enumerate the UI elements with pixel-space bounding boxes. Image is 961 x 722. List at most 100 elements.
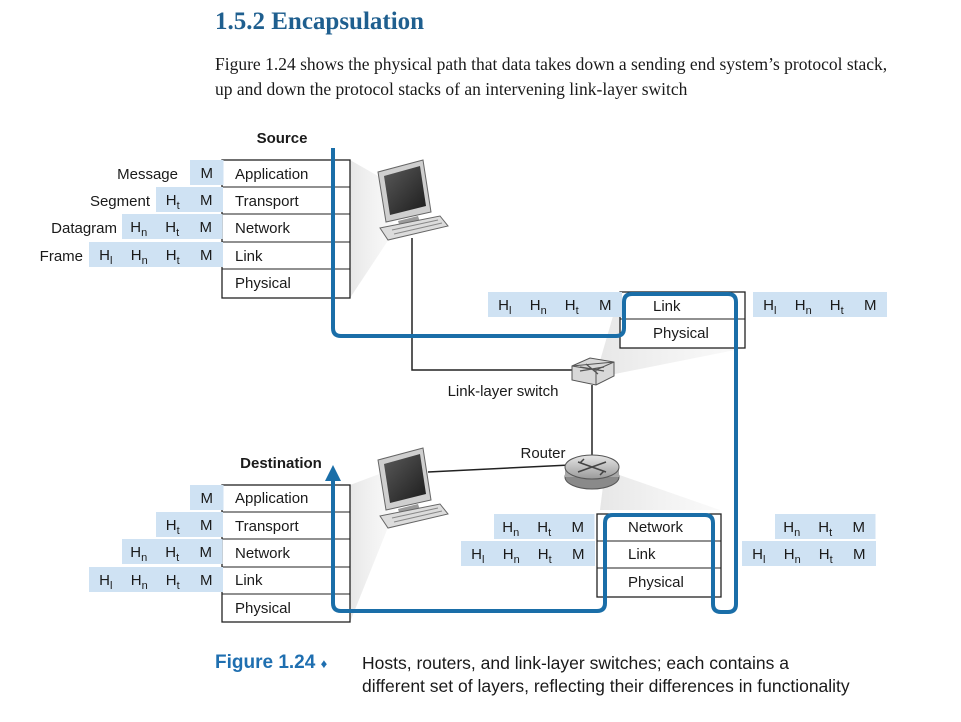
header-ht: Ht xyxy=(819,546,833,566)
message-field: M xyxy=(200,517,213,534)
switch-stack: Link Physical xyxy=(619,291,746,349)
header-ht: Ht xyxy=(565,297,579,317)
message-field: M xyxy=(201,490,214,507)
header-row-background xyxy=(461,541,595,566)
unit-datagram: Datagram xyxy=(51,220,117,237)
header-hn: Hn xyxy=(130,544,147,564)
header-ht: Ht xyxy=(165,544,179,564)
header-row-source-segment: Ht M xyxy=(156,187,223,212)
destination-router-link xyxy=(427,464,571,473)
switch-layer-link: Link xyxy=(653,298,681,315)
header-hn: Hn xyxy=(502,519,519,539)
message-field: M xyxy=(200,544,213,561)
source-label: Source xyxy=(257,130,308,147)
source-layer-application: Application xyxy=(235,166,308,183)
caption-line-2: different set of layers, reflecting thei… xyxy=(362,676,850,696)
header-ht: Ht xyxy=(166,572,180,592)
destination-layer-network: Network xyxy=(235,545,291,562)
header-row-background xyxy=(122,214,223,239)
header-hl: Hl xyxy=(498,297,511,317)
path-arrow-icon xyxy=(325,465,341,481)
message-field: M xyxy=(599,297,612,314)
message-field: M xyxy=(200,247,213,264)
destination-layer-physical: Physical xyxy=(235,600,291,617)
header-row-source-datagram: Hn Ht M xyxy=(122,214,223,239)
message-field: M xyxy=(201,165,214,182)
header-row-background xyxy=(775,514,876,539)
header-ht: Ht xyxy=(537,519,551,539)
header-hn: Hn xyxy=(795,297,812,317)
header-row-dest-message: M xyxy=(190,485,224,510)
destination-layer-transport: Transport xyxy=(235,518,299,535)
destination-layer-link: Link xyxy=(235,572,263,589)
source-layer-transport: Transport xyxy=(235,193,299,210)
header-row-dest-frame: Hl Hn Ht M xyxy=(89,567,223,592)
unit-segment: Segment xyxy=(90,193,151,210)
router-stack: Network Link Physical xyxy=(596,513,722,598)
switch-layer-physical: Physical xyxy=(653,325,709,342)
intro-paragraph: Figure 1.24 shows the physical path that… xyxy=(215,54,888,99)
header-row-background xyxy=(190,485,224,510)
destination-host-icon xyxy=(377,447,449,529)
caption-line-1: Hosts, routers, and link-layer switches;… xyxy=(362,653,789,673)
router-icon xyxy=(564,454,620,490)
header-hn: Hn xyxy=(131,572,148,592)
router-cone xyxy=(600,470,720,510)
header-ht: Ht xyxy=(165,219,179,239)
source-layer-network: Network xyxy=(235,220,291,237)
data-path xyxy=(331,148,738,614)
header-row-background xyxy=(89,242,223,267)
caption-label: Figure 1.24 ♦ xyxy=(215,652,328,673)
header-row-background xyxy=(122,539,223,564)
header-ht: Ht xyxy=(538,546,552,566)
unit-message: Message xyxy=(117,166,178,183)
header-row-source-message: M xyxy=(190,160,224,185)
destination-layer-application: Application xyxy=(235,490,308,507)
header-hn: Hn xyxy=(783,519,800,539)
source-layer-link: Link xyxy=(235,248,263,265)
message-field: M xyxy=(572,519,585,536)
router-label: Router xyxy=(520,445,565,462)
message-field: M xyxy=(572,546,585,563)
header-hn: Hn xyxy=(530,297,547,317)
header-ht: Ht xyxy=(166,192,180,212)
header-row-background xyxy=(753,292,887,317)
header-row-router-in-datagram: Hn Ht M xyxy=(494,514,595,539)
caption-diamond-icon: ♦ xyxy=(320,656,328,671)
header-row-switch-in-frame: Hl Hn Ht M xyxy=(488,292,622,317)
header-row-background xyxy=(488,292,622,317)
router-layer-link: Link xyxy=(628,546,656,563)
header-ht: Ht xyxy=(166,247,180,267)
message-field: M xyxy=(853,546,866,563)
header-hl: Hl xyxy=(752,546,765,566)
message-field: M xyxy=(200,572,213,589)
header-row-background xyxy=(190,160,224,185)
router-layer-network: Network xyxy=(628,519,684,536)
header-hl: Hl xyxy=(99,572,112,592)
unit-frame: Frame xyxy=(40,248,83,265)
header-row-dest-datagram: Hn Ht M xyxy=(122,539,223,564)
source-layer-physical: Physical xyxy=(235,275,291,292)
message-field: M xyxy=(200,219,213,236)
header-row-background xyxy=(156,512,223,537)
header-hl: Hl xyxy=(99,247,112,267)
header-hl: Hl xyxy=(763,297,776,317)
header-row-background xyxy=(89,567,223,592)
caption-text: Hosts, routers, and link-layer switches;… xyxy=(362,652,922,698)
header-hn: Hn xyxy=(503,546,520,566)
message-field: M xyxy=(200,192,213,209)
router-layer-physical: Physical xyxy=(628,574,684,591)
source-stack: Application Transport Network Link Physi… xyxy=(221,159,351,299)
message-field: M xyxy=(853,519,866,536)
header-row-background xyxy=(742,541,876,566)
header-hn: Hn xyxy=(130,219,147,239)
switch-label: Link-layer switch xyxy=(448,383,559,400)
